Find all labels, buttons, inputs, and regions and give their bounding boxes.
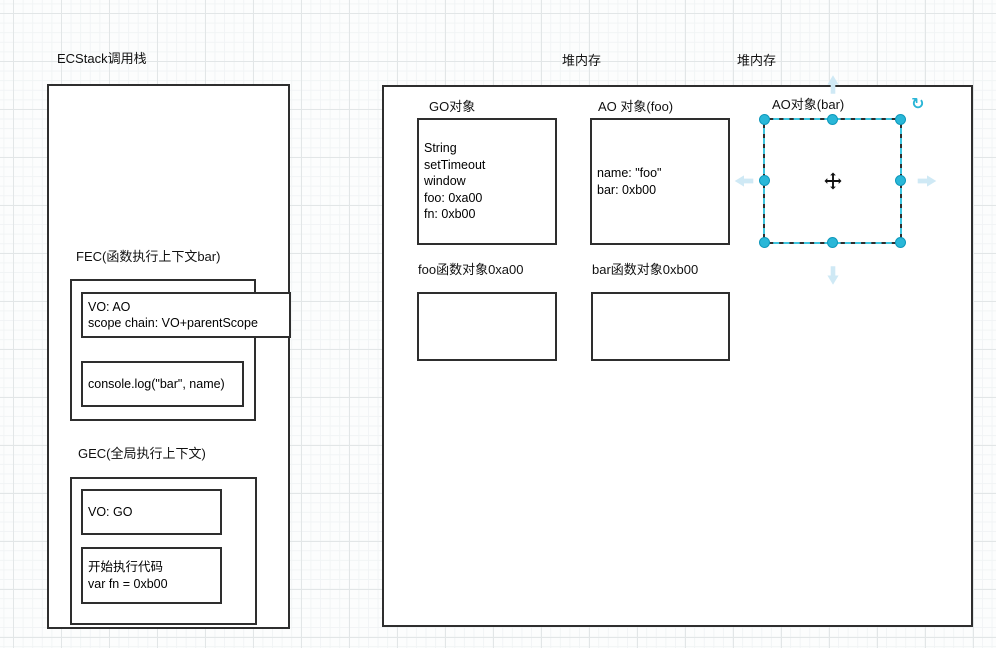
ao-bar-label: AO对象(bar) (772, 97, 845, 112)
bar-fn-label: bar函数对象0xb00 (592, 262, 699, 277)
direction-arrow-left-icon[interactable] (733, 175, 755, 188)
ao-foo-label: AO 对象(foo) (598, 99, 674, 114)
resize-handle-s[interactable] (826, 237, 838, 248)
heap-label-right: 堆内存 (737, 53, 777, 68)
gec-label: GEC(全局执行上下文) (78, 446, 206, 461)
direction-arrow-right-icon[interactable] (916, 175, 938, 188)
go-object-text: String setTimeout window foo: 0xa00 fn: … (424, 141, 486, 222)
resize-handle-e[interactable] (895, 175, 906, 186)
foo-fn-box[interactable] (417, 292, 557, 361)
rotate-icon[interactable]: ↻ (911, 94, 925, 113)
gec-code-box[interactable]: 开始执行代码 var fn = 0xb00 (81, 547, 222, 604)
fec-code-box[interactable]: console.log("bar", name) (81, 361, 244, 407)
move-cursor-icon[interactable] (824, 172, 841, 190)
resize-handle-se[interactable] (895, 237, 906, 248)
resize-handle-sw[interactable] (759, 237, 770, 248)
heap-label-left: 堆内存 (562, 53, 602, 68)
resize-handle-w[interactable] (759, 175, 770, 186)
bar-fn-box[interactable] (591, 292, 730, 361)
go-object-box[interactable]: String setTimeout window foo: 0xa00 fn: … (417, 118, 557, 245)
fec-vo-text: VO: AO scope chain: VO+parentScope (88, 299, 258, 331)
resize-handle-ne[interactable] (895, 114, 906, 125)
ecstack-title: ECStack调用栈 (57, 51, 147, 66)
fec-code-text: console.log("bar", name) (88, 376, 225, 391)
direction-arrow-down-icon[interactable] (826, 265, 839, 287)
foo-fn-label: foo函数对象0xa00 (418, 262, 524, 277)
ao-foo-box[interactable]: name: "foo" bar: 0xb00 (590, 118, 730, 245)
fec-label: FEC(函数执行上下文bar) (76, 249, 221, 264)
ao-bar-box-selected[interactable]: ↻ (734, 75, 937, 285)
fec-vo-box[interactable]: VO: AO scope chain: VO+parentScope (81, 292, 291, 338)
gec-vo-box[interactable]: VO: GO (81, 489, 222, 535)
ao-foo-text: name: "foo" bar: 0xb00 (597, 166, 662, 197)
gec-vo-text: VO: GO (88, 504, 133, 519)
gec-code-text: 开始执行代码 var fn = 0xb00 (88, 560, 168, 591)
go-object-label: GO对象 (429, 99, 476, 114)
resize-handle-nw[interactable] (759, 114, 770, 125)
resize-handle-n[interactable] (826, 114, 838, 125)
direction-arrow-up-icon[interactable] (826, 74, 839, 96)
